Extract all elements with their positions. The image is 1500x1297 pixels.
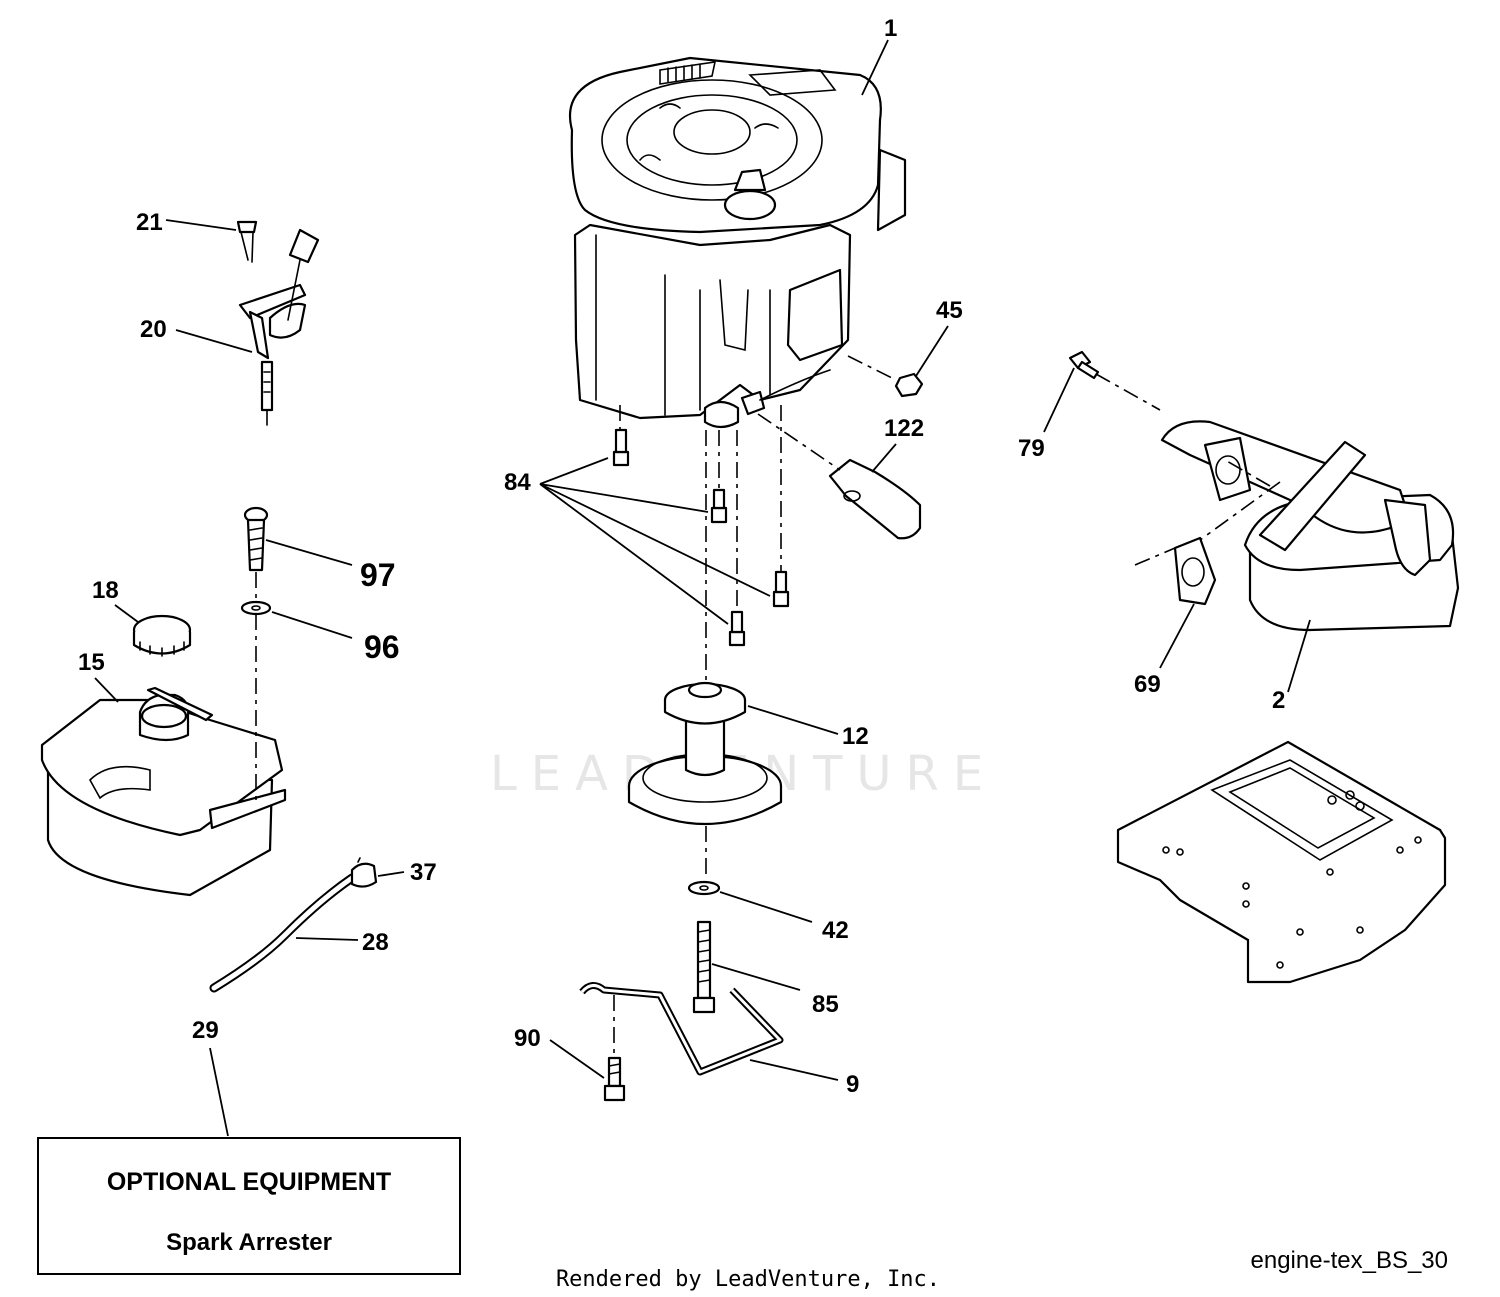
muffler: [1160, 420, 1460, 632]
nut-45: [847, 355, 924, 398]
callout-29: 29: [192, 1017, 219, 1044]
leader-20: [175, 329, 253, 353]
optional-equipment-title: OPTIONAL EQUIPMENT: [107, 1168, 391, 1196]
callout-20: 20: [140, 316, 167, 343]
gasket-69: [1134, 459, 1281, 606]
engine-mounting-plate: [1116, 740, 1447, 984]
leader-29: [209, 1047, 229, 1137]
leader-18: [114, 604, 139, 623]
callout-12: 12: [842, 723, 869, 750]
leader-28: [295, 937, 359, 941]
optional-equipment-box: [37, 1137, 461, 1275]
callout-15: 15: [78, 649, 105, 676]
leader-84: [539, 457, 771, 625]
callout-42: 42: [822, 917, 849, 944]
leader-15: [94, 677, 119, 703]
engine-mount-bolts: [612, 405, 790, 647]
rendered-by-text: Rendered by LeadVenture, Inc.: [556, 1267, 940, 1292]
callout-122: 122: [884, 415, 924, 442]
optional-equipment-subtitle: Spark Arrester: [166, 1229, 332, 1256]
tank-bolt-and-washer: [240, 506, 272, 800]
callout-28: 28: [362, 929, 389, 956]
leader-90: [549, 1039, 605, 1079]
callout-21: 21: [136, 209, 163, 236]
fuel-cap: [132, 614, 192, 657]
callout-84: 84: [504, 469, 531, 496]
callout-69: 69: [1134, 671, 1161, 698]
leader-69: [1159, 603, 1195, 669]
leader-37: [377, 871, 405, 877]
callout-45: 45: [936, 297, 963, 324]
washer-42: [687, 880, 721, 896]
callout-18: 18: [92, 577, 119, 604]
bolt-85: [692, 920, 716, 1014]
engine-assembly: [568, 56, 907, 429]
bolt-79: [1068, 350, 1161, 411]
fuel-line: [209, 857, 378, 993]
throttle-control: [236, 220, 320, 426]
callout-37: 37: [410, 859, 437, 886]
leader-79: [1043, 367, 1075, 433]
callout-96: 96: [364, 629, 400, 665]
callout-90: 90: [514, 1025, 541, 1052]
callout-2: 2: [1272, 687, 1285, 714]
leader-1: [861, 39, 889, 96]
leader-85: [711, 963, 801, 991]
leader-96: [271, 611, 353, 639]
leader-2: [1287, 619, 1311, 693]
callout-85: 85: [812, 991, 839, 1018]
leader-97: [265, 539, 353, 566]
callout-97: 97: [360, 557, 396, 593]
diagram-id: engine-tex_BS_30: [1251, 1247, 1448, 1274]
leader-42: [719, 891, 813, 923]
pulley-assembly: [627, 430, 783, 880]
heat-shield: [757, 413, 922, 540]
callout-9: 9: [846, 1071, 859, 1098]
callout-79-label: 79: [1018, 435, 1045, 462]
bracket-9: [579, 982, 784, 1076]
leader-9: [749, 1059, 839, 1081]
leader-45: [915, 325, 949, 377]
leader-12: [747, 705, 839, 735]
fuel-tank: [40, 686, 287, 897]
bolt-90: [603, 995, 626, 1102]
leader-21: [165, 219, 237, 231]
callout-1: 1: [884, 15, 897, 42]
leader-122: [871, 443, 897, 473]
